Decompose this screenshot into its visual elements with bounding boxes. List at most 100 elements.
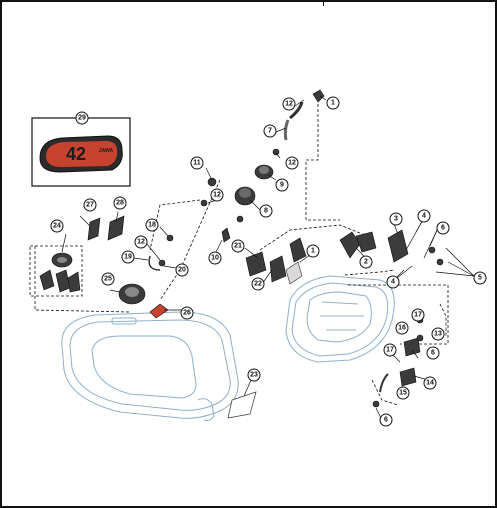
callout-number: 16 — [398, 325, 406, 332]
callout-22: 22 — [251, 277, 265, 291]
callout-circle — [145, 218, 159, 232]
left-hardware-parts — [39, 215, 169, 319]
callout-10: 10 — [208, 251, 222, 265]
callout-number: 11 — [193, 160, 201, 167]
callout-number: 8 — [264, 208, 268, 215]
callout-2: 2 — [359, 255, 373, 269]
callout-number: 23 — [250, 372, 258, 379]
callout-1: 1 — [326, 96, 340, 110]
callout-number: 10 — [211, 255, 219, 262]
callout-circle — [121, 250, 135, 264]
callout-circle — [50, 219, 64, 233]
callout-circle — [134, 235, 148, 249]
callout-circle — [389, 212, 403, 226]
callout-5: 5 — [473, 271, 487, 285]
callout-number: 27 — [86, 202, 94, 209]
callout-circle — [396, 386, 410, 400]
callout-12: 12 — [282, 97, 296, 111]
callout-3: 3 — [389, 212, 403, 226]
callout-24: 24 — [50, 219, 64, 233]
callout-4: 4 — [417, 209, 431, 223]
callout-number: 6 — [431, 350, 435, 357]
callout-number: 28 — [116, 200, 124, 207]
callout-number: 12 — [288, 160, 296, 167]
callout-circle — [247, 368, 261, 382]
callout-12: 12 — [134, 235, 148, 249]
callout-12: 12 — [285, 156, 299, 170]
callout-circle — [180, 306, 194, 320]
callout-number: 12 — [213, 192, 221, 199]
callout-circle — [175, 263, 189, 277]
callout-number: 14 — [426, 380, 434, 387]
callout-13: 13 — [431, 327, 445, 341]
callout-23: 23 — [247, 368, 261, 382]
callout-8: 8 — [259, 204, 273, 218]
callout-number: 12 — [137, 239, 145, 246]
callout-number: 1 — [311, 248, 315, 255]
filler-plate — [227, 391, 257, 419]
callout-16: 16 — [395, 321, 409, 335]
callout-17: 17 — [411, 308, 425, 322]
tank-badge-inset: 42 JAWA — [31, 117, 131, 187]
callout-6: 6 — [436, 221, 450, 235]
callout-circle — [386, 275, 400, 289]
callout-28: 28 — [113, 196, 127, 210]
callout-circle — [231, 239, 245, 253]
callout-circle — [210, 188, 224, 202]
callout-number: 26 — [183, 310, 191, 317]
callout-6: 6 — [426, 346, 440, 360]
callout-circle — [208, 251, 222, 265]
upper-small-parts — [148, 89, 325, 271]
callout-circle — [282, 97, 296, 111]
callout-number: 25 — [104, 276, 112, 283]
callout-20: 20 — [175, 263, 189, 277]
callout-number: 4 — [422, 213, 426, 220]
callout-25: 25 — [101, 272, 115, 286]
callout-number: 19 — [124, 254, 132, 261]
callout-circle — [326, 96, 340, 110]
callout-number: 5 — [478, 275, 482, 282]
callout-circle — [423, 376, 437, 390]
callout-number: 15 — [399, 390, 407, 397]
callout-circle — [395, 321, 409, 335]
callout-number: 6 — [384, 417, 388, 424]
callout-15: 15 — [396, 386, 410, 400]
callout-12: 12 — [210, 188, 224, 202]
callout-number: 21 — [234, 243, 242, 250]
callout-circle — [275, 178, 289, 192]
badge-number: 42 — [66, 144, 86, 164]
callout-number: 2 — [364, 259, 368, 266]
callout-11: 11 — [190, 156, 204, 170]
callout-number: 17 — [386, 347, 394, 354]
mid-bracket-parts — [245, 229, 409, 285]
callout-21: 21 — [231, 239, 245, 253]
callout-circle — [417, 209, 431, 223]
callout-number: 4 — [391, 279, 395, 286]
callout-number: 6 — [441, 225, 445, 232]
callout-circle — [431, 327, 445, 341]
callout-number: 18 — [148, 222, 156, 229]
callout-circle — [75, 111, 89, 125]
callout-circle — [285, 156, 299, 170]
frame-top-marker — [323, 0, 324, 6]
callout-4: 4 — [386, 275, 400, 289]
callout-27: 27 — [83, 198, 97, 212]
callout-6: 6 — [379, 413, 393, 427]
callout-14: 14 — [423, 376, 437, 390]
callout-circle — [190, 156, 204, 170]
callout-26: 26 — [180, 306, 194, 320]
callout-circle — [411, 308, 425, 322]
rear-seat-pan — [285, 275, 395, 363]
callout-circle — [83, 198, 97, 212]
callout-circle — [473, 271, 487, 285]
callout-number: 9 — [280, 182, 284, 189]
callout-number: 12 — [285, 101, 293, 108]
callout-circle — [306, 244, 320, 258]
callout-circle — [359, 255, 373, 269]
callout-circle — [426, 346, 440, 360]
callout-number: 29 — [78, 115, 86, 122]
callout-19: 19 — [121, 250, 135, 264]
callout-circle — [263, 124, 277, 138]
